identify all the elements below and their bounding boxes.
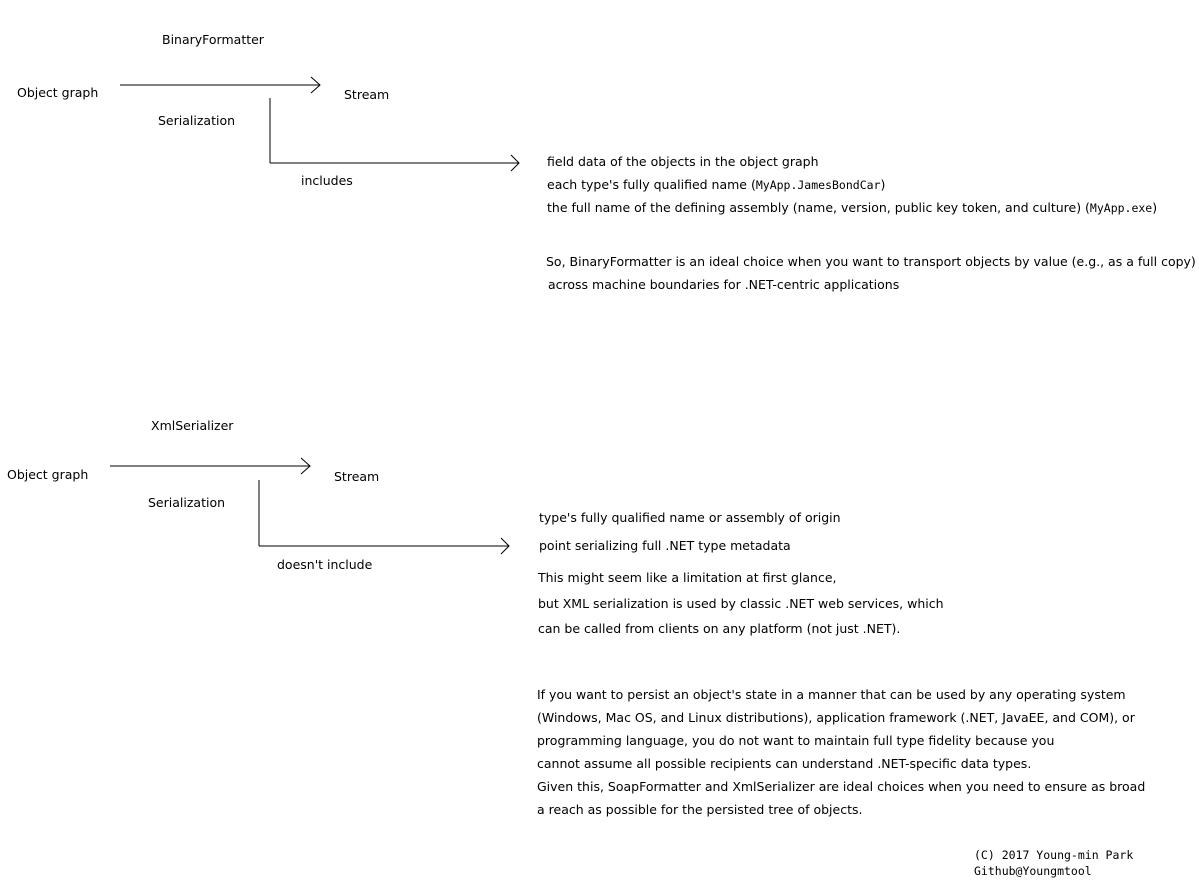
persist-line-3: programming language, you do not want to… xyxy=(537,733,1055,748)
xml-item-type-name: type's fully qualified name or assembly … xyxy=(539,510,841,525)
binary-branch-label: includes xyxy=(301,173,353,188)
xml-target-label: Stream xyxy=(334,469,380,484)
binary-formatter-title: BinaryFormatter xyxy=(162,32,264,47)
binary-target-label: Stream xyxy=(344,87,390,102)
binary-serialize-arrowhead xyxy=(310,76,321,94)
binary-item-field-data: field data of the objects in the object … xyxy=(547,154,819,169)
xml-source-label: Object graph xyxy=(7,467,89,482)
binary-source-label: Object graph xyxy=(17,85,99,100)
copyright-text: (C) 2017 Young-min Park xyxy=(974,848,1134,862)
xml-serializer-title: XmlSerializer xyxy=(151,418,234,433)
binary-item-type-name: each type's fully qualified name (MyApp.… xyxy=(547,177,886,192)
xml-note-line-2: but XML serialization is used by classic… xyxy=(538,596,944,611)
xml-action-label: Serialization xyxy=(148,495,226,510)
xml-item-metadata: point serializing full .NET type metadat… xyxy=(539,538,791,553)
persist-line-6: a reach as possible for the persisted tr… xyxy=(537,802,863,817)
xml-note-line-3: can be called from clients on any platfo… xyxy=(538,621,901,636)
github-handle: Github@Youngmtool xyxy=(974,864,1092,878)
binary-includes-arrowhead xyxy=(510,154,520,172)
xml-serialize-arrowhead xyxy=(300,457,311,475)
persist-line-1: If you want to persist an object's state… xyxy=(537,687,1126,702)
binary-action-label: Serialization xyxy=(158,113,236,128)
binary-note-line-1: So, BinaryFormatter is an ideal choice w… xyxy=(546,254,1196,269)
binary-item-assembly: the full name of the defining assembly (… xyxy=(547,200,1158,215)
xml-doesnt-include-arrowhead xyxy=(500,537,510,555)
persist-line-2: (Windows, Mac OS, and Linux distribution… xyxy=(537,710,1135,725)
code-type-name: MyApp.JamesBondCar xyxy=(755,178,881,192)
persist-line-5: Given this, SoapFormatter and XmlSeriali… xyxy=(537,779,1146,794)
xml-branch-label: doesn't include xyxy=(277,557,373,572)
code-assembly-name: MyApp.exe xyxy=(1089,201,1153,215)
xml-note-line-1: This might seem like a limitation at fir… xyxy=(538,570,837,585)
persist-line-4: cannot assume all possible recipients ca… xyxy=(537,756,1032,771)
binary-note-line-2: across machine boundaries for .NET-centr… xyxy=(548,277,900,292)
